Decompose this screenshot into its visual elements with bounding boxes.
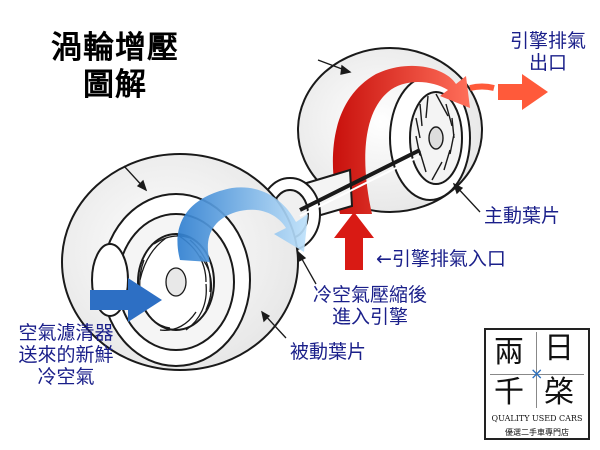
label-fresh-air-line-1: 空氣濾清器 bbox=[4, 322, 128, 344]
label-driven-blade: 被動葉片 bbox=[290, 341, 366, 363]
label-fresh-air-line-3: 冷空氣 bbox=[4, 366, 128, 388]
label-fresh-air: 空氣濾清器 送來的新鮮 冷空氣 bbox=[4, 322, 128, 388]
title-line-1: 渦輪增壓 bbox=[50, 30, 180, 67]
logo-char-top-left: 兩 bbox=[494, 338, 524, 368]
label-exhaust-outlet-line-2: 出口 bbox=[498, 52, 598, 74]
label-compressed-air: 冷空氣壓縮後 進入引擎 bbox=[296, 284, 444, 328]
label-compressed-air-line-1: 冷空氣壓縮後 bbox=[296, 284, 444, 306]
title-line-2: 圖解 bbox=[50, 67, 180, 104]
label-fresh-air-line-2: 送來的新鮮 bbox=[4, 344, 128, 366]
label-exhaust-outlet-line-1: 引擎排氣 bbox=[498, 30, 598, 52]
logo-char-bottom-right: 棨 bbox=[544, 378, 574, 408]
label-main-blade: 主動葉片 bbox=[484, 205, 560, 227]
watermark-logo: 兩 日 千 棨 × QUALITY USED CARS 優選二手車專門店 bbox=[484, 328, 590, 440]
label-exhaust-inlet: ←引擎排氣入口 bbox=[376, 248, 506, 270]
logo-x-mark: × bbox=[530, 364, 543, 383]
logo-subline: 優選二手車專門店 bbox=[486, 427, 588, 438]
logo-char-bottom-left: 千 bbox=[494, 378, 524, 408]
logo-char-top-right: 日 bbox=[544, 334, 574, 364]
exhaust-inlet-arrow bbox=[334, 212, 374, 270]
logo-tagline: QUALITY USED CARS bbox=[486, 414, 588, 423]
diagram-title: 渦輪增壓 圖解 bbox=[50, 30, 180, 104]
exhaust-outlet-arrow bbox=[498, 74, 548, 110]
label-exhaust-outlet: 引擎排氣 出口 bbox=[498, 30, 598, 74]
label-compressed-air-line-2: 進入引擎 bbox=[296, 306, 444, 328]
